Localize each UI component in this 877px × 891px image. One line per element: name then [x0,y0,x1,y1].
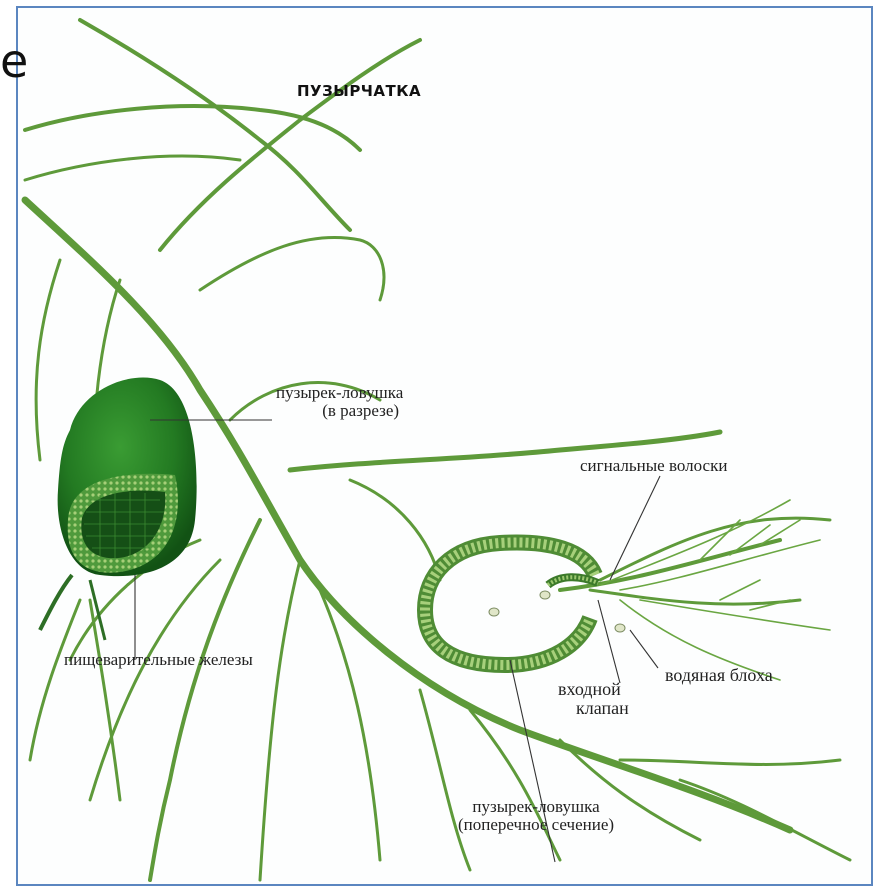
label-signal-hairs: сигнальные волоски [580,457,727,475]
label-entry-valve-line1: входной [550,680,629,699]
label-trap-cross: пузырек-ловушка (поперечное сечение) [458,798,614,834]
label-trap-cross-line1: пузырек-ловушка [458,798,614,816]
page-title: ПУЗЫРЧАТКА [297,82,421,100]
label-entry-valve: входной клапан [550,680,629,718]
label-trap-section-line2: (в разрезе) [318,402,403,420]
bladder-trap-cross-section [425,542,625,665]
water-flea [615,624,625,632]
label-entry-valve-line2: клапан [576,699,629,718]
signal-hair-filaments [600,500,830,680]
label-trap-cross-line2: (поперечное сечение) [458,816,614,834]
bladder-trap-section [40,377,197,640]
label-digestive-glands: пищеварительные железы [64,651,253,669]
label-trap-section-line1: пузырек-ловушка [276,384,403,402]
label-trap-section: пузырек-ловушка (в разрезе) [276,384,403,420]
label-water-flea: водяная блоха [665,666,773,685]
